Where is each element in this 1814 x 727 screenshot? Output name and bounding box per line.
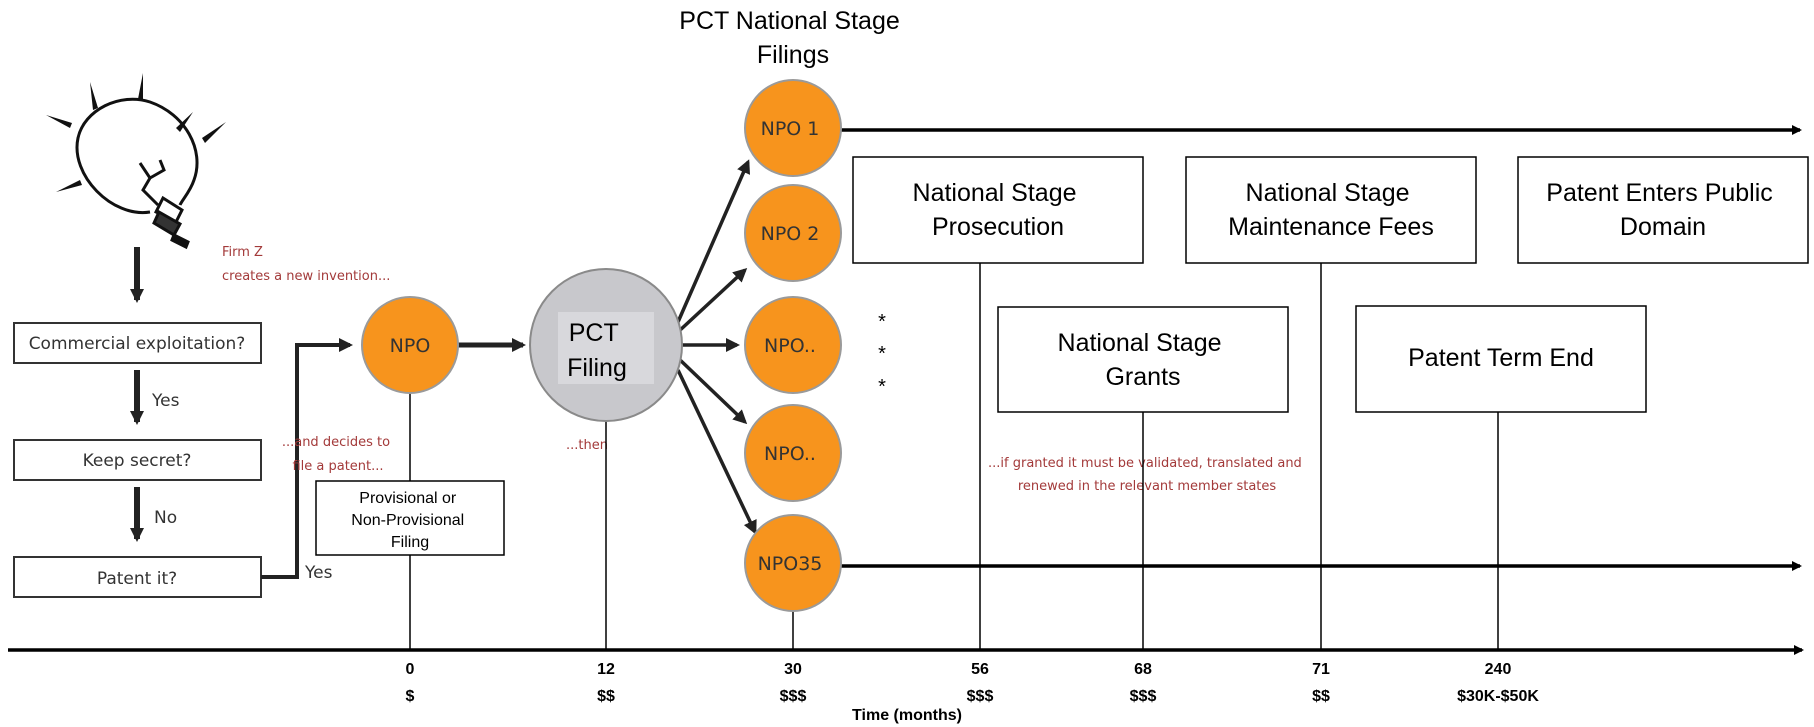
npo35-node: NPO35 xyxy=(744,514,842,612)
tick-month-240: 240 xyxy=(1485,661,1512,678)
tick-cost-68: $$$ xyxy=(1130,688,1157,705)
diagram-title: PCT National Stage Filings xyxy=(679,7,906,69)
svg-text:Patent Term End: Patent Term End xyxy=(1408,344,1594,372)
lightbulb-icon xyxy=(46,73,226,250)
svg-text:Patent Enters Public Dom: Patent Enters Public Domain xyxy=(1546,179,1779,241)
answer-yes-2: Yes xyxy=(304,563,333,583)
npo-2-label: NPO 2 xyxy=(761,223,820,245)
patent-it-box xyxy=(13,556,262,598)
tick-month-30: 30 xyxy=(784,661,802,678)
npo-3-label: NPO.. xyxy=(764,335,816,357)
tick-cost-0: $ xyxy=(406,688,415,705)
tick-cost-71: $$ xyxy=(1312,688,1330,705)
ellipsis-stars: * * * xyxy=(878,311,886,398)
answer-yes-1: Yes xyxy=(151,391,180,411)
patent-term-end-box: Patent Term End xyxy=(1355,305,1647,413)
tick-cost-56: $$$ xyxy=(967,688,994,705)
tick-month-68: 68 xyxy=(1134,661,1152,678)
pct-filing-node: PCT Filing xyxy=(529,268,683,422)
svg-text:National Stage Maintenan: National Stage Maintenance Fees xyxy=(1228,179,1434,241)
npo-4-node: NPO.. xyxy=(744,404,842,502)
tick-cost-240: $30K-$50K xyxy=(1457,688,1539,705)
public-domain-box: Patent Enters Public Domain xyxy=(1517,156,1809,264)
npo-4-label: NPO.. xyxy=(764,443,816,465)
prosecution-box: National Stage Prosecution xyxy=(852,156,1144,264)
commercial-exploitation-label: Commercial exploitation? xyxy=(29,334,246,354)
commercial-exploitation-box xyxy=(13,322,262,364)
svg-text:Provisional or Non-Provi: Provisional or Non-Provisional Filing xyxy=(351,490,468,551)
npo-3-node: NPO.. xyxy=(744,296,842,394)
tick-cost-30: $$$ xyxy=(780,688,807,705)
title-line-1: PCT National Stage xyxy=(679,7,900,35)
timeline-drop-lines xyxy=(409,263,1499,650)
patent-it-label: Patent it? xyxy=(97,569,177,589)
svg-text:*: * xyxy=(878,376,886,398)
svg-text:National Stage Prosecuti: National Stage Prosecution xyxy=(913,179,1084,241)
tick-month-71: 71 xyxy=(1312,661,1330,678)
timeline-ticks: 0 $ 12 $$ 30 $$$ 56 $$$ 68 $$$ 71 $$ 240… xyxy=(406,661,1540,705)
tick-month-56: 56 xyxy=(971,661,989,678)
npo-node: NPO xyxy=(361,296,459,394)
npo-2-node: NPO 2 xyxy=(744,184,842,282)
keep-secret-box xyxy=(13,439,262,481)
npo-1-node: NPO 1 xyxy=(744,79,842,177)
pct-filing-label: PCT Filing xyxy=(567,319,627,382)
tick-month-12: 12 xyxy=(597,661,615,678)
then-note: ...then xyxy=(566,438,608,453)
svg-text:*: * xyxy=(878,311,886,333)
decides-note: ...and decides to file a patent... xyxy=(282,435,394,474)
granted-note: ...if granted it must be validated, tran… xyxy=(988,456,1306,494)
svg-text:National Stage Grants: National Stage Grants xyxy=(1058,329,1229,391)
timeline-axis-label: Time (months) xyxy=(852,707,962,724)
tick-month-0: 0 xyxy=(406,661,415,678)
title-line-2: Filings xyxy=(757,41,829,69)
npo-label: NPO xyxy=(390,335,431,357)
grants-box: National Stage Grants xyxy=(997,306,1289,413)
invention-note: Firm Z creates a new invention... xyxy=(222,245,390,284)
tick-cost-12: $$ xyxy=(597,688,615,705)
keep-secret-label: Keep secret? xyxy=(83,451,192,471)
answer-no: No xyxy=(154,508,177,528)
maintenance-fees-box: National Stage Maintenance Fees xyxy=(1185,156,1477,264)
svg-text:*: * xyxy=(878,343,886,365)
provisional-filing-box: Provisional or Non-Provisional Filing xyxy=(315,480,505,556)
npo-1-label: NPO 1 xyxy=(761,118,820,140)
npo35-label: NPO35 xyxy=(758,553,823,575)
